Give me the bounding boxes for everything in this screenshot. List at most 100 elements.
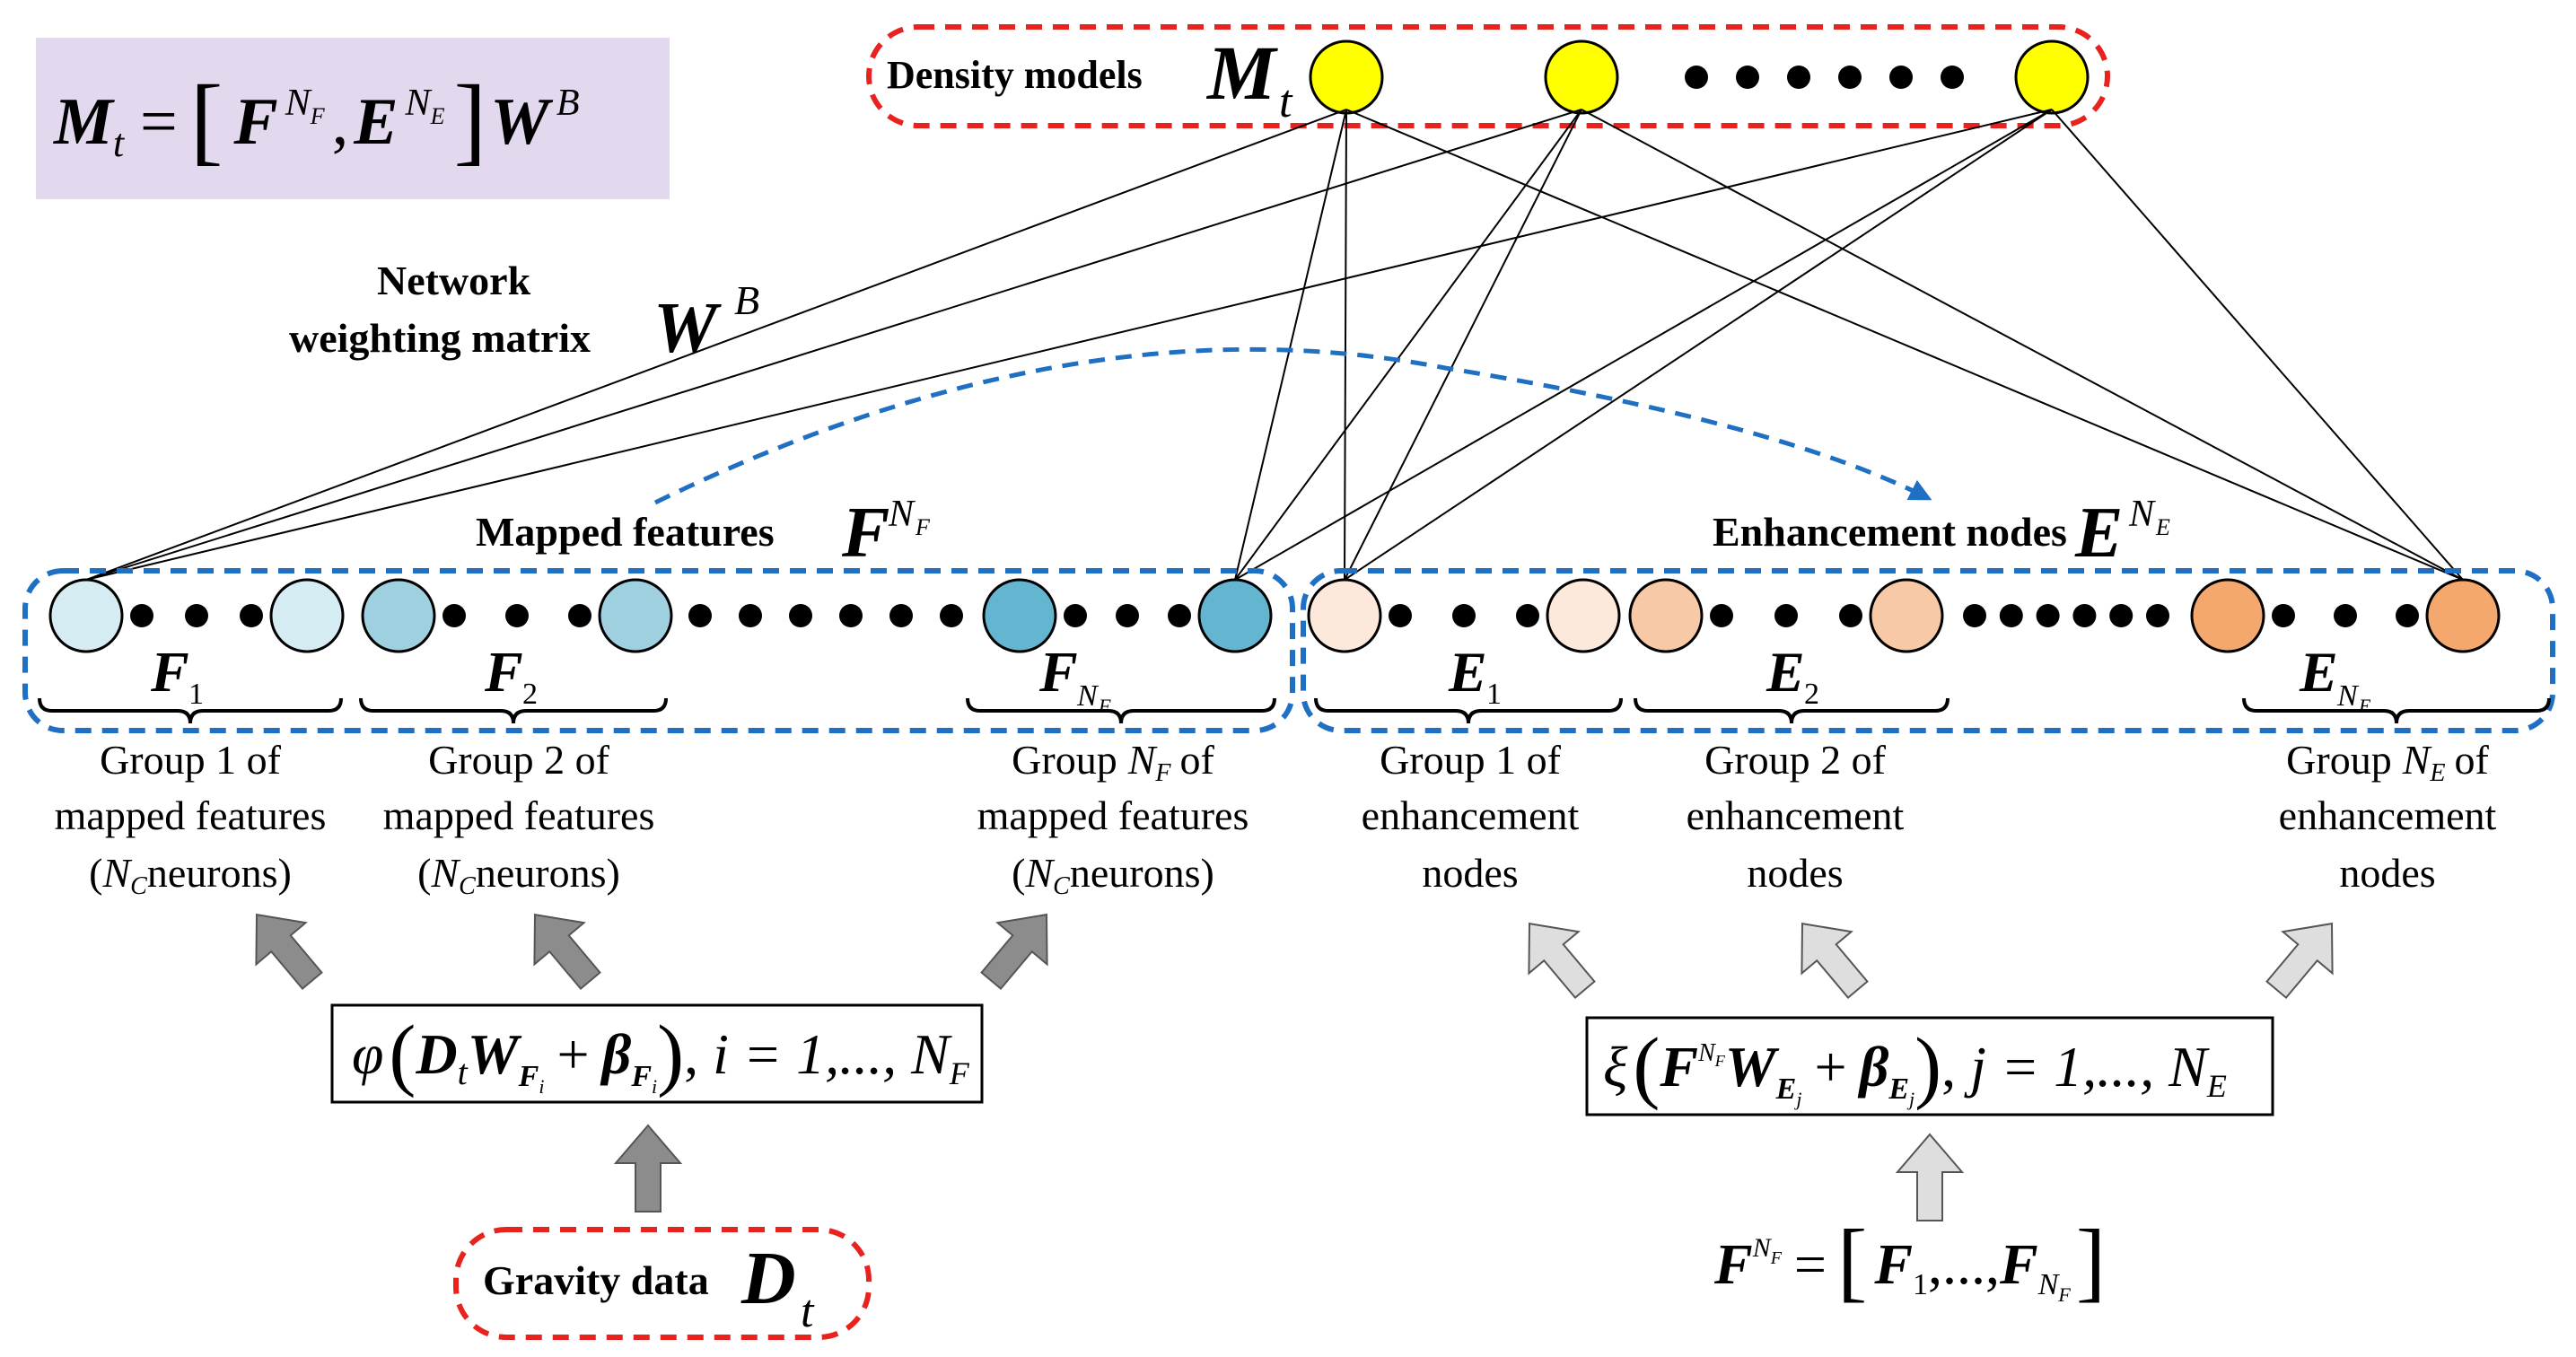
weight-line — [1234, 109, 1347, 581]
block-arrow — [1801, 922, 1869, 1000]
weight-line — [1345, 109, 2464, 581]
group-symbol-E1-sub: 1 — [1486, 678, 1502, 711]
group-brace — [1314, 697, 1623, 724]
mapped-features-label: Mapped features F N F — [476, 494, 931, 573]
gravity-data-dashed-border — [453, 1227, 872, 1340]
weight-line — [1234, 109, 1582, 581]
enhancement-nodes-text: Enhancement nodes — [1713, 509, 2067, 555]
feature-ellipsis-dot — [568, 604, 591, 627]
network-weighting-label: Network weighting matrix W B — [289, 258, 759, 368]
output-ellipsis-dot — [1838, 66, 1862, 89]
output-ellipsis-dot — [1787, 66, 1810, 89]
group-symbols: F 1 F 2 F N F E 1 E 2 E N E — [150, 640, 2371, 717]
enhancement-node — [2425, 578, 2501, 653]
enhancement-ellipsis-dot — [1774, 604, 1798, 627]
feature-group-1-line3: (NCneurons) — [89, 850, 292, 900]
enhancement-node — [2190, 578, 2265, 653]
formula-B: B — [556, 83, 580, 124]
enhancement-group-1-line3: nodes — [1422, 850, 1518, 896]
layer-ellipsis-dot — [2036, 604, 2060, 627]
formula-NF-sub: F — [310, 103, 326, 129]
group-brace — [2242, 697, 2551, 724]
feature-node — [598, 578, 673, 653]
output-ellipsis-dot — [1736, 66, 1759, 89]
density-models-dashed-border — [866, 24, 2110, 128]
formula-F: F — [232, 85, 277, 159]
density-models-group: Density models M t — [866, 24, 2110, 128]
feature-ellipsis-dot — [240, 604, 263, 627]
network-weighting-line2: weighting matrix — [289, 315, 591, 361]
weight-line — [1344, 109, 1582, 581]
weight-line — [85, 109, 1347, 581]
mapped-features-N: N — [888, 494, 916, 535]
feature-ellipsis-dot — [185, 604, 208, 627]
feature-ellipsis-dot — [130, 604, 153, 627]
enhancement-nodes-frame — [1301, 568, 2555, 733]
layer-ellipsis-dot — [940, 604, 963, 627]
group-symbol-ENE-subsub: E — [2358, 695, 2371, 717]
layer-ellipsis-dot — [2109, 604, 2134, 627]
enhancement-ellipsis-dot — [1839, 604, 1862, 627]
group-symbol-F2-sub: 2 — [522, 678, 538, 711]
top-formula-background — [36, 38, 670, 199]
phi-formula-box — [330, 1003, 984, 1104]
group-symbol-E2: E — [1766, 640, 1805, 704]
weight-line — [1344, 109, 2053, 581]
layer-ellipsis-dot — [1963, 604, 1986, 627]
phi-formula-text: φ(DtWFi+βFi), i = 1,..., NF — [352, 1010, 970, 1099]
enhancement-group-1-line2: enhancement — [1362, 792, 1580, 838]
network-weighting-W: W — [653, 289, 722, 368]
enhancement-group-2-line3: nodes — [1747, 850, 1843, 896]
xi-formula-text: ξ(FNFWEj+βEj), j = 1,..., NE — [1603, 1022, 2227, 1111]
feature-ellipsis-dot — [1116, 604, 1139, 627]
enhancement-group-2-line2: enhancement — [1687, 792, 1905, 838]
network-weighting-line1: Network — [377, 258, 531, 303]
group-brace — [1634, 697, 1950, 724]
block-arrow — [533, 913, 601, 991]
output-ellipsis-dot — [1941, 66, 1964, 89]
mapped-features-text: Mapped features — [476, 509, 775, 555]
feature-node — [361, 578, 436, 653]
block-arrow — [1528, 922, 1596, 1000]
group-descriptions: Group 1 of mapped features (NCneurons) G… — [55, 737, 2497, 900]
feature-group-1-line2: mapped features — [55, 792, 327, 838]
feature-node — [48, 578, 124, 653]
feature-group-NF-line2: mapped features — [977, 792, 1249, 838]
group-symbol-ENE: E — [2299, 640, 2338, 704]
enhancement-node — [1869, 578, 1944, 653]
formula-W: W — [490, 85, 554, 159]
formula-E: E — [353, 85, 398, 159]
weight-line — [85, 109, 1582, 581]
layer-nodes — [48, 578, 2501, 653]
mapped-features-frame — [22, 568, 1295, 733]
formula-comma: , — [332, 85, 349, 159]
weight-line — [1344, 109, 1347, 581]
formula-t: t — [113, 121, 126, 165]
weight-line — [2051, 109, 2464, 581]
group-symbol-E1: E — [1448, 640, 1487, 704]
phi-formula: φ(DtWFi+βFi), i = 1,..., NF — [330, 1003, 984, 1104]
enhancement-nodes-sub: E — [2155, 514, 2170, 540]
weight-line — [1234, 109, 2053, 581]
group-symbol-FNF: F — [1038, 640, 1078, 704]
network-weighting-B: B — [734, 277, 759, 323]
feature-node — [982, 578, 1057, 653]
enhancement-ellipsis-dot — [2396, 604, 2419, 627]
enhancement-ellipsis-dot — [1389, 604, 1412, 627]
formula-M: M — [53, 85, 115, 159]
enhancement-ellipsis-dot — [1452, 604, 1476, 627]
group-symbol-FNF-sub: N — [1076, 679, 1100, 713]
group-symbol-ENE-sub: N — [2336, 679, 2360, 713]
density-models-label: Density models — [887, 53, 1143, 97]
feature-group-2-line2: mapped features — [383, 792, 655, 838]
enhancement-ellipsis-dot — [1710, 604, 1733, 627]
enhancement-group-2-line1: Group 2 of — [1704, 737, 1887, 783]
layer-ellipsis-dot — [2146, 604, 2169, 627]
block-arrow — [980, 913, 1048, 991]
feature-node — [269, 578, 345, 653]
output-ellipsis-dot — [1889, 66, 1913, 89]
block-arrow — [1895, 1133, 1965, 1221]
